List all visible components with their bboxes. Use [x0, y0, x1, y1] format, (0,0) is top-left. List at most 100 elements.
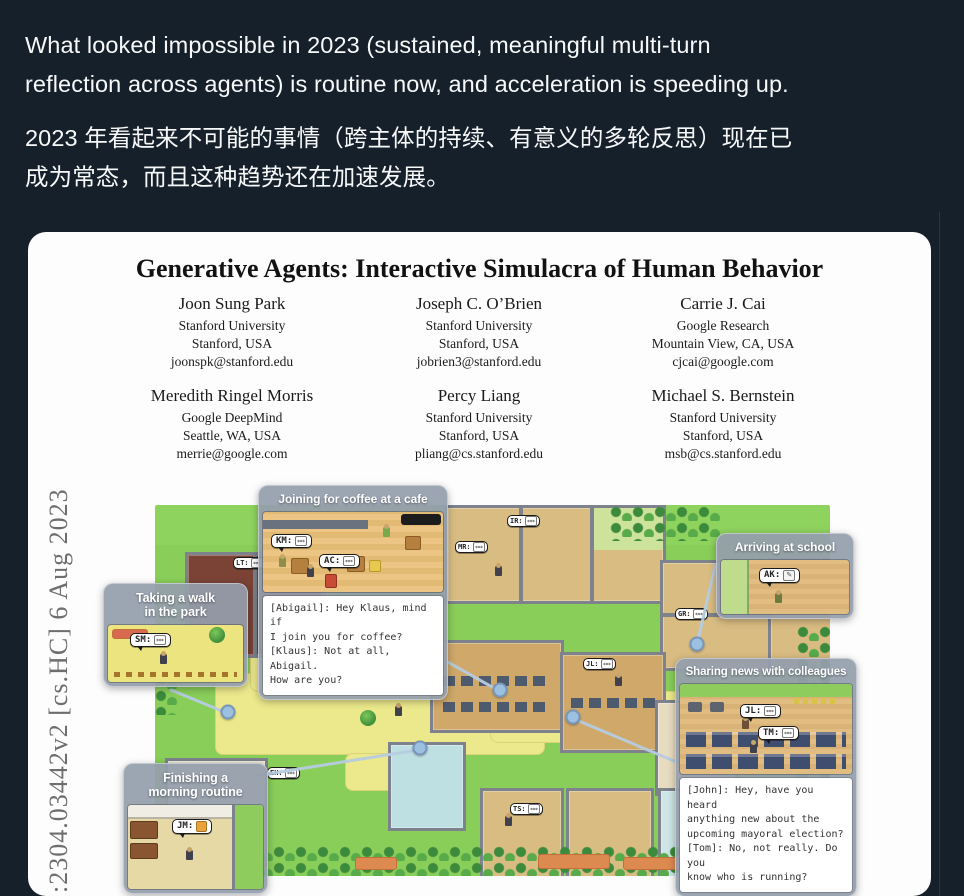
- map-speech-bubble: TS:: [510, 803, 543, 815]
- lawn-strip: [232, 804, 263, 889]
- flower-bed: [538, 854, 610, 869]
- callout-screenshot: JM:: [128, 804, 263, 889]
- speech-bubble-partial: [401, 513, 441, 525]
- author-name: Joseph C. O’Brien: [415, 294, 543, 313]
- callout-morning-routine: Finishing a morning routine JM:: [123, 763, 268, 894]
- speech-bubble: AK: ✎: [759, 567, 801, 587]
- bubble-label: TM:: [763, 728, 780, 739]
- author-block: Percy Liang Stanford University Stanford…: [339, 386, 619, 464]
- author-email: jobrien3@stanford.edu: [416, 354, 542, 370]
- tree-cluster: [610, 505, 720, 541]
- pencil-icon: ✎: [783, 569, 796, 581]
- author-loc: Seattle, WA, USA: [183, 428, 281, 444]
- tree: [360, 710, 376, 726]
- author-org: Google Research: [676, 318, 770, 333]
- map-speech-bubble: JL:: [583, 658, 616, 670]
- author-loc: Stanford, USA: [191, 336, 273, 352]
- arxiv-watermark: :2304.03442v2 [cs.HC] 6 Aug 2023: [44, 488, 73, 893]
- bubble-label: LT:: [236, 559, 249, 567]
- toiletry-icon: [196, 820, 208, 832]
- building-wall: [518, 508, 523, 601]
- bubble-label: SM:: [135, 634, 152, 645]
- paper-figure-image[interactable]: :2304.03442v2 [cs.HC] 6 Aug 2023 Generat…: [28, 232, 931, 896]
- building-wall: [663, 613, 771, 618]
- bubble-tail: [747, 717, 753, 723]
- bubble-label: IR:: [510, 517, 523, 525]
- chat-icon: [600, 659, 613, 669]
- author-block: Carrie J. Cai Google Research Mountain V…: [583, 294, 863, 372]
- dresser: [130, 820, 158, 839]
- author-name: Joon Sung Park: [178, 294, 286, 313]
- agent-sprite: [615, 673, 622, 686]
- callout-joining-for-coffee: Joining for coffee at a cafe KM: AC:: [258, 485, 448, 700]
- agent-sprite: [505, 813, 512, 826]
- speech-bubble: JL:: [740, 704, 782, 723]
- author-name: Michael S. Bernstein: [651, 386, 795, 405]
- callout-title: Sharing news with colleagues: [685, 666, 847, 678]
- cafe-chair: [325, 573, 337, 588]
- building-wall: [589, 508, 594, 601]
- bubble-label: TS:: [513, 805, 526, 813]
- author-org: Google DeepMind: [181, 410, 283, 425]
- chat-icon: [154, 634, 167, 645]
- tweet-text-en-line1: What looked impossible in 2023 (sustaine…: [25, 32, 711, 58]
- agent-sprite: [495, 563, 502, 576]
- callout-title: Joining for coffee at a cafe: [278, 492, 428, 506]
- agent-sprite: [307, 563, 314, 577]
- author-block: Michael S. Bernstein Stanford University…: [583, 386, 863, 464]
- bubble-label: KM:: [276, 535, 293, 546]
- map-speech-bubble: IR:: [507, 515, 540, 527]
- map-speech-bubble: GR:: [675, 608, 708, 620]
- tree: [209, 626, 225, 643]
- bubble-label: MR:: [458, 543, 471, 551]
- bubble-tail: [179, 832, 185, 838]
- author-name: Meredith Ringel Morris: [150, 386, 314, 405]
- cafe-counter: [263, 519, 368, 529]
- bubble-tail: [766, 581, 772, 587]
- desk-row: [686, 754, 846, 770]
- callout-sharing-news: Sharing news with colleagues JL: TM: [Jo…: [675, 658, 857, 896]
- callout-arriving-at-school: Arriving at school AK: ✎: [716, 533, 854, 619]
- chat-icon: [764, 706, 777, 717]
- bubble-label: JM:: [177, 821, 194, 832]
- park-fence: [114, 671, 237, 677]
- chat-icon: [782, 728, 795, 739]
- callout-anchor-dot: [220, 704, 236, 720]
- author-org: Stanford University: [425, 318, 533, 333]
- interior-wall: [128, 804, 263, 819]
- callout-title: Finishing a morning routine: [148, 771, 243, 800]
- callout-screenshot: AK: ✎: [721, 559, 849, 614]
- dialogue-text: [John]: Hey, have you heard anything new…: [680, 778, 852, 892]
- map-speech-bubble: MR:: [455, 541, 488, 553]
- author-block: Meredith Ringel Morris Google DeepMind S…: [92, 386, 372, 464]
- cafe-table: [405, 535, 421, 550]
- chat-icon: [472, 542, 485, 552]
- callout-screenshot: SM:: [108, 624, 243, 682]
- callout-taking-a-walk: Taking a walk in the park SM:: [103, 583, 248, 687]
- tweet-text-zh-line1: 2023 年看起来不可能的事情（跨主体的持续、有意义的多轮反思）现在已: [25, 125, 793, 151]
- bubble-label: JL:: [745, 706, 762, 717]
- speech-bubble: JM:: [172, 818, 213, 838]
- shelf-row: [443, 702, 551, 713]
- flower-bed: [355, 857, 397, 870]
- flower-bed: [623, 857, 681, 870]
- author-block: Joseph C. O’Brien Stanford University St…: [339, 294, 619, 372]
- agent-sprite: [395, 703, 402, 716]
- author-loc: Mountain View, CA, USA: [651, 336, 795, 352]
- callout-screenshot: JL: TM:: [680, 684, 852, 775]
- classroom-board: [710, 702, 724, 713]
- cafe-chair: [369, 559, 381, 572]
- shelf-row: [571, 697, 655, 708]
- agent-sprite: [279, 553, 286, 567]
- agent-sprite: [775, 589, 782, 603]
- speech-bubble: AC:: [319, 553, 361, 572]
- bubble-tail: [278, 546, 284, 552]
- paper-title: Generative Agents: Interactive Simulacra…: [135, 254, 824, 283]
- speech-bubble: SM:: [130, 632, 172, 651]
- school-garden: [721, 559, 749, 614]
- author-name: Carrie J. Cai: [680, 294, 766, 313]
- chat-icon: [343, 555, 356, 566]
- callout-anchor-dot: [689, 636, 705, 652]
- callout-title: Arriving at school: [734, 540, 836, 554]
- author-loc: Stanford, USA: [438, 428, 520, 444]
